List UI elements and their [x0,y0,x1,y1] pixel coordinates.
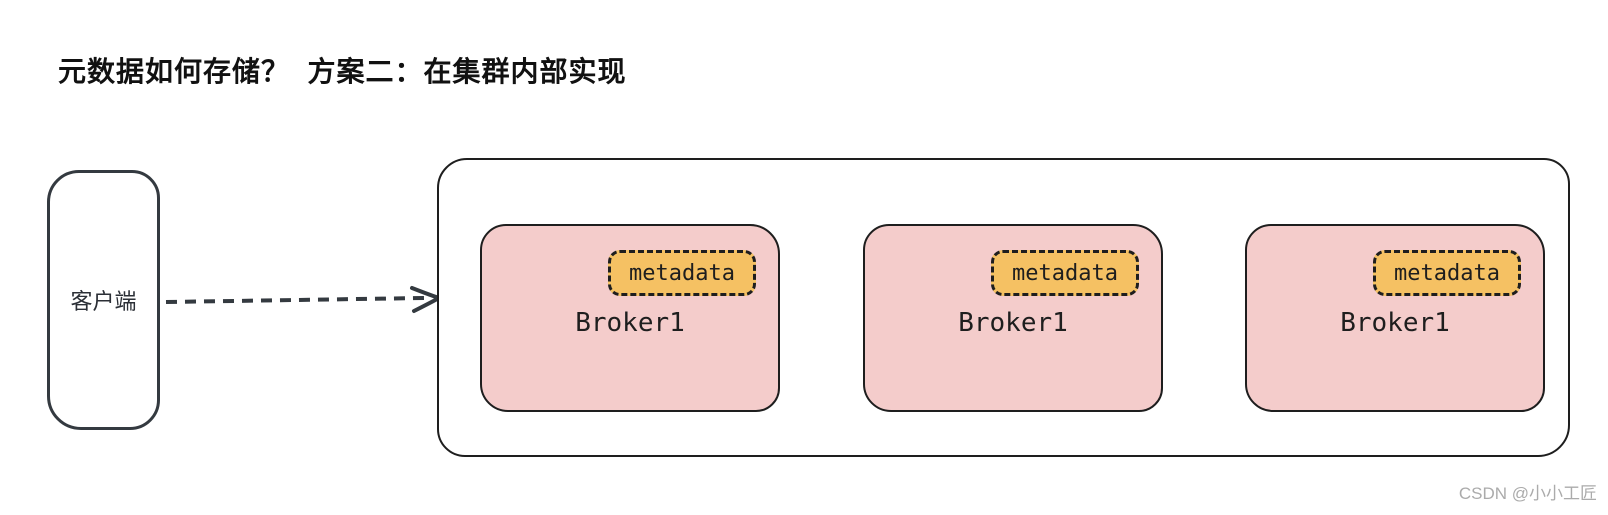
metadata-badge: metadata [1373,250,1521,296]
dashed-arrow-line [165,296,425,304]
watermark: CSDN @小小工匠 [1458,484,1597,503]
broker-node-1: metadata Broker1 [480,224,780,412]
client-node: 客户端 [47,170,160,430]
broker-name: Broker1 [958,308,1068,338]
broker-name: Broker1 [1340,308,1450,338]
cluster-container: metadata Broker1 metadata Broker1 metada… [437,158,1570,457]
arrowhead-icon [410,286,444,313]
client-label: 客户端 [70,289,137,314]
broker-name: Broker1 [575,308,685,338]
page-title: 元数据如何存储？ 方案二：在集群内部实现 [58,56,627,87]
metadata-badge: metadata [991,250,1139,296]
broker-node-2: metadata Broker1 [863,224,1163,412]
metadata-badge: metadata [608,250,756,296]
broker-node-3: metadata Broker1 [1245,224,1545,412]
